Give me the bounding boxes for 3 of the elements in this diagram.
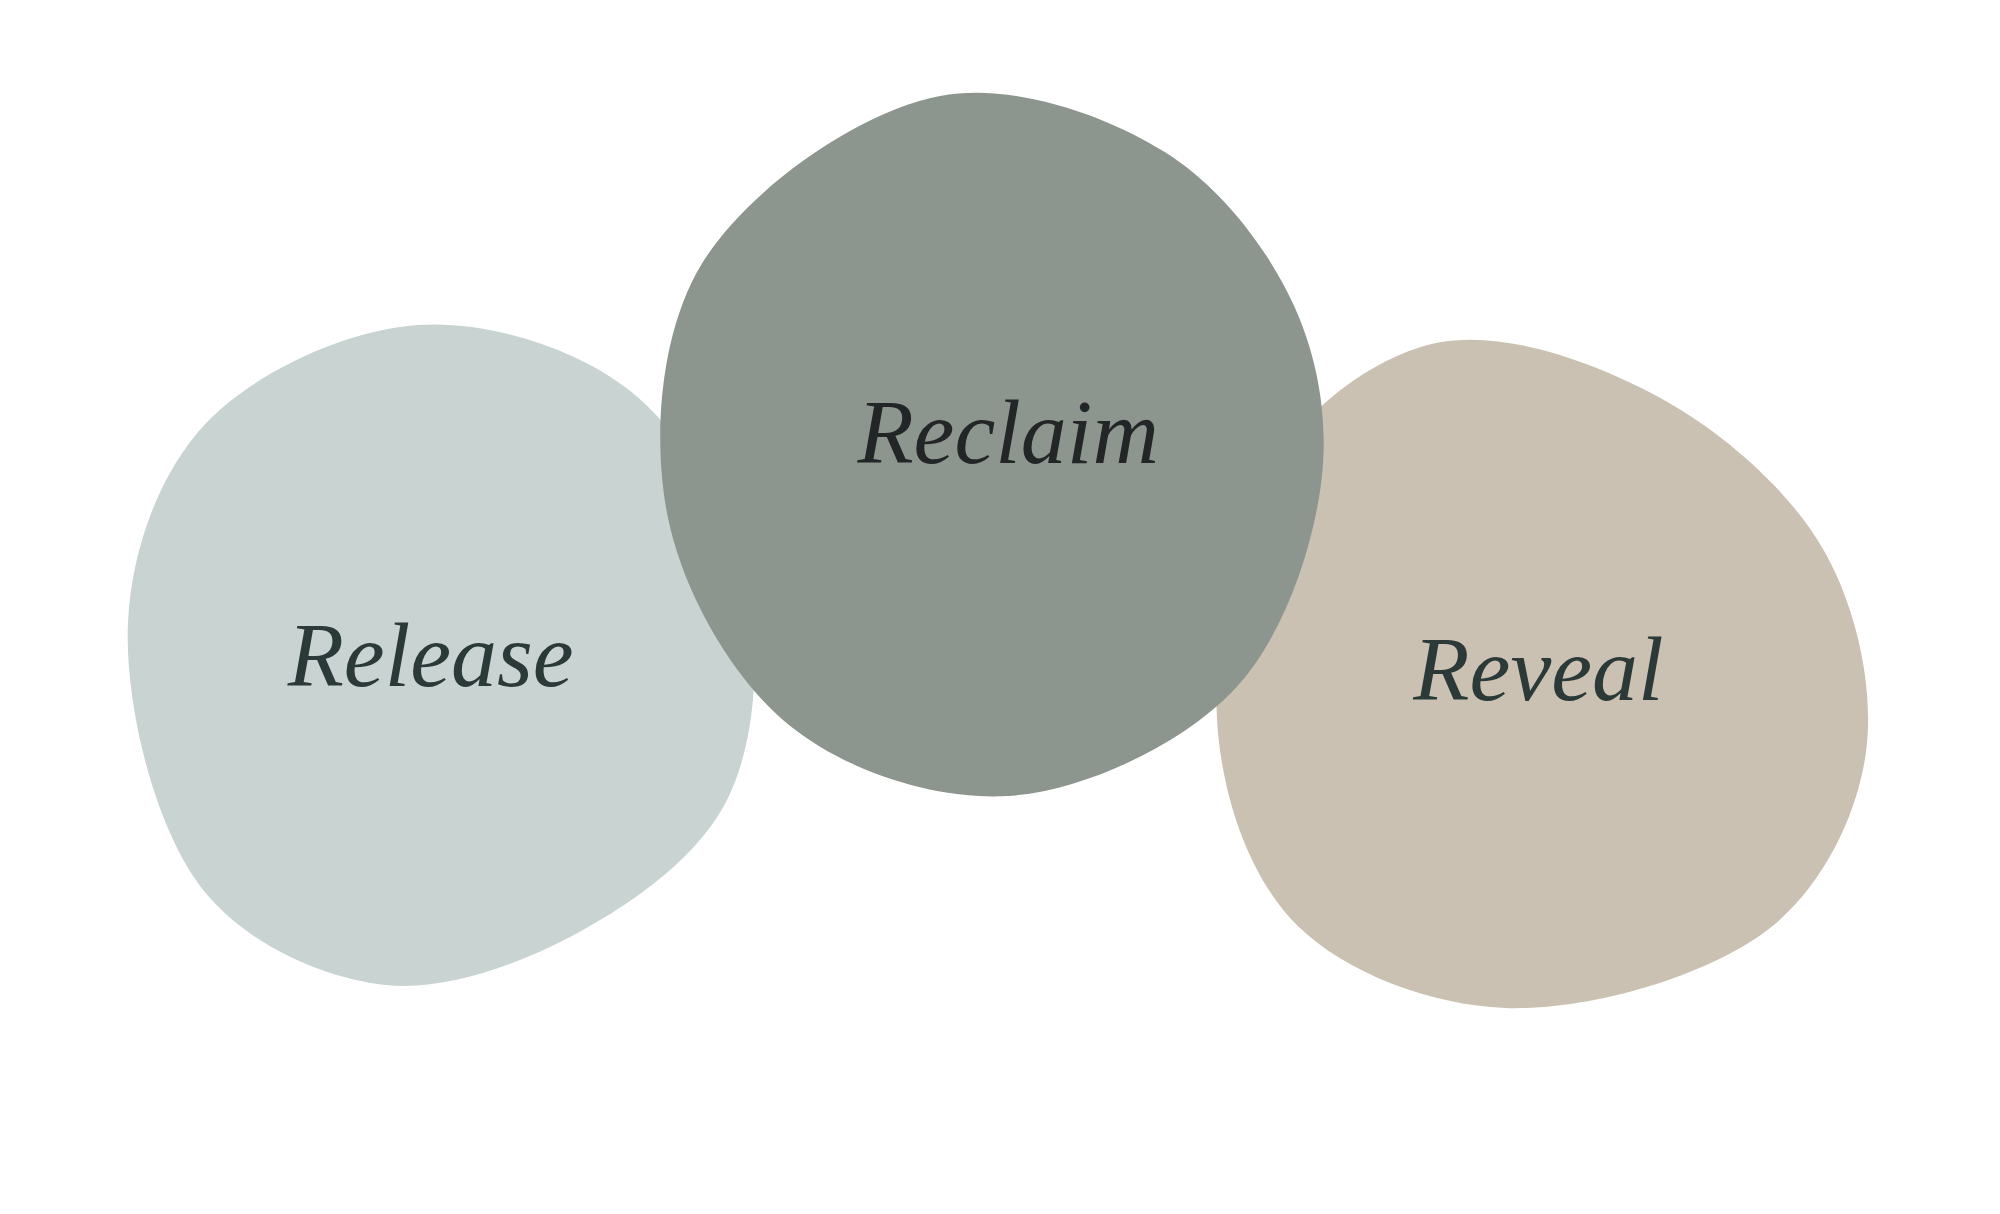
blob-label: Release [287, 603, 574, 708]
blob-label: Reveal [1413, 616, 1664, 722]
blob-label: Reclaim [857, 380, 1159, 485]
